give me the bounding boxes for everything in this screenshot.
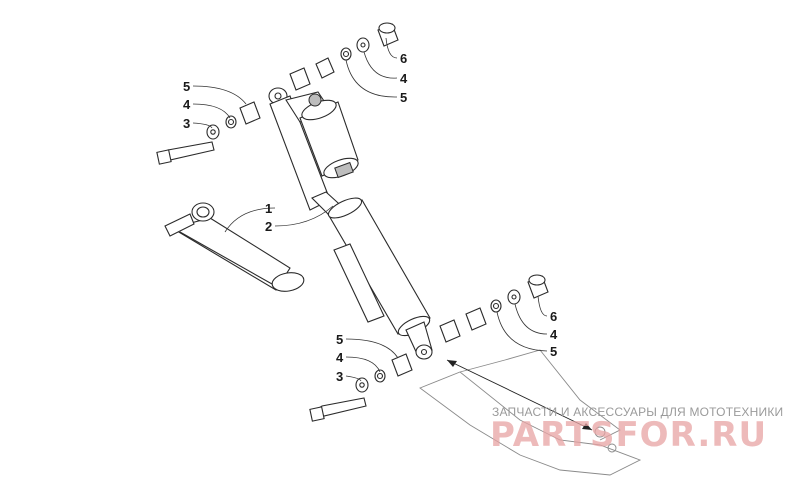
lower-right-hardware	[439, 274, 549, 343]
watermark-caption: ЗАПЧАСТИ И АКСЕССУАРЫ ДЛЯ МОТОТЕХНИКИ	[492, 405, 783, 419]
upper-left-hardware	[156, 101, 261, 165]
callout-upper-left-3: 3	[183, 116, 190, 131]
callout-lower-left-3: 3	[336, 369, 343, 384]
callout-lower-left-1: 5	[336, 332, 343, 347]
lower-left-hardware	[309, 353, 413, 422]
callout-lower-right-2: 4	[550, 327, 558, 342]
callout-labels: 6 4 5 5 4 3 1 2 6 4 5 5 4 3	[183, 51, 558, 384]
callout-lower-right-1: 6	[550, 309, 557, 324]
watermark-brand: PARTSFOR.RU	[490, 415, 767, 455]
callout-upper-left-1: 5	[183, 79, 190, 94]
callout-top-right-1: 6	[400, 51, 407, 66]
callout-top-right-3: 5	[400, 90, 407, 105]
callout-shock-2: 2	[265, 219, 272, 234]
callout-upper-left-2: 4	[183, 97, 191, 112]
upper-hardware	[289, 22, 399, 91]
watermark: ЗАПЧАСТИ И АКСЕССУАРЫ ДЛЯ МОТОТЕХНИКИ PA…	[490, 405, 783, 455]
spanner-wrench	[164, 202, 305, 292]
shock-absorber	[268, 87, 433, 360]
leader-lines	[192, 37, 548, 382]
callout-lower-left-2: 4	[336, 350, 344, 365]
callout-lower-right-3: 5	[550, 344, 557, 359]
callout-shock-1: 1	[265, 201, 272, 216]
callout-top-right-2: 4	[400, 71, 408, 86]
mount-arrow	[446, 359, 593, 431]
